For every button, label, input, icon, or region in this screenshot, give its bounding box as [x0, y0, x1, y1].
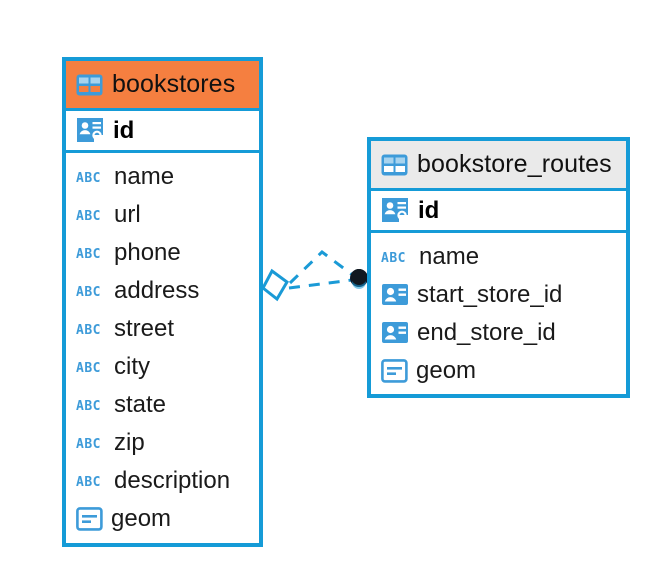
text-type-icon: ABC — [381, 250, 406, 266]
field-label: url — [114, 201, 141, 228]
table-bookstore-routes[interactable]: bookstore_routes id ABC name — [367, 137, 630, 398]
text-type-icon: ABC — [76, 322, 101, 338]
field-row-phone[interactable]: ABC phone — [66, 234, 259, 272]
field-row-primary-key[interactable]: id — [371, 188, 626, 233]
relationship-straight-line — [288, 278, 353, 290]
field-label: id — [113, 116, 135, 144]
text-type-icon: ABC — [76, 284, 101, 300]
table-title: bookstores — [112, 70, 236, 98]
relationship-target-core-icon — [351, 269, 367, 285]
text-type-icon: ABC — [76, 474, 101, 490]
foreign-key-icon — [382, 321, 408, 343]
field-label: geom — [416, 357, 477, 384]
relationship-target-halo-icon — [352, 275, 366, 289]
table-bookstores[interactable]: bookstores id ABC name ABC url — [62, 57, 263, 547]
text-type-icon: ABC — [76, 398, 101, 414]
field-row-zip[interactable]: ABC zip — [66, 424, 259, 462]
primary-key-icon — [382, 198, 408, 224]
text-type-icon: ABC — [76, 246, 101, 262]
relationship-source-diamond-icon — [261, 268, 289, 302]
table-icon — [76, 74, 103, 95]
primary-key-icon — [77, 118, 103, 144]
table-title: bookstore_routes — [417, 150, 612, 178]
field-row-description[interactable]: ABC description — [66, 462, 259, 500]
table-icon — [381, 154, 408, 175]
field-row-url[interactable]: ABC url — [66, 196, 259, 234]
field-row-primary-key[interactable]: id — [66, 108, 259, 153]
table-header-bookstores[interactable]: bookstores — [66, 61, 259, 108]
table-header-bookstore-routes[interactable]: bookstore_routes — [371, 141, 626, 188]
field-label: state — [114, 391, 167, 418]
field-row-name[interactable]: ABC name — [371, 238, 626, 276]
field-row-geom[interactable]: geom — [371, 352, 626, 390]
relationship-fork-line — [288, 250, 355, 285]
field-label: geom — [111, 505, 172, 532]
geometry-type-icon — [381, 359, 408, 383]
field-label: street — [114, 315, 175, 342]
field-row-start-store-id[interactable]: start_store_id — [371, 276, 626, 314]
field-list-bookstore-routes: ABC name start_store_id — [371, 233, 626, 396]
field-row-city[interactable]: ABC city — [66, 348, 259, 386]
field-row-geom[interactable]: geom — [66, 500, 259, 538]
field-label: end_store_id — [417, 319, 556, 346]
field-row-state[interactable]: ABC state — [66, 386, 259, 424]
field-label: description — [114, 467, 231, 494]
field-row-street[interactable]: ABC street — [66, 310, 259, 348]
field-label: zip — [114, 429, 145, 456]
field-label: phone — [114, 239, 181, 266]
text-type-icon: ABC — [76, 170, 101, 186]
field-row-address[interactable]: ABC address — [66, 272, 259, 310]
field-label: start_store_id — [417, 281, 563, 308]
field-label: name — [419, 243, 480, 270]
field-label: city — [114, 353, 150, 380]
field-label: address — [114, 277, 200, 304]
foreign-key-icon — [382, 283, 408, 305]
field-label: id — [418, 196, 440, 224]
field-list-bookstores: ABC name ABC url ABC phone ABC address A… — [66, 153, 259, 544]
text-type-icon: ABC — [76, 436, 101, 452]
field-row-end-store-id[interactable]: end_store_id — [371, 314, 626, 352]
relationship-target-circle-icon — [350, 269, 368, 287]
geometry-type-icon — [76, 507, 103, 531]
field-row-name[interactable]: ABC name — [66, 158, 259, 196]
field-label: name — [114, 163, 175, 190]
text-type-icon: ABC — [76, 208, 101, 224]
text-type-icon: ABC — [76, 360, 101, 376]
